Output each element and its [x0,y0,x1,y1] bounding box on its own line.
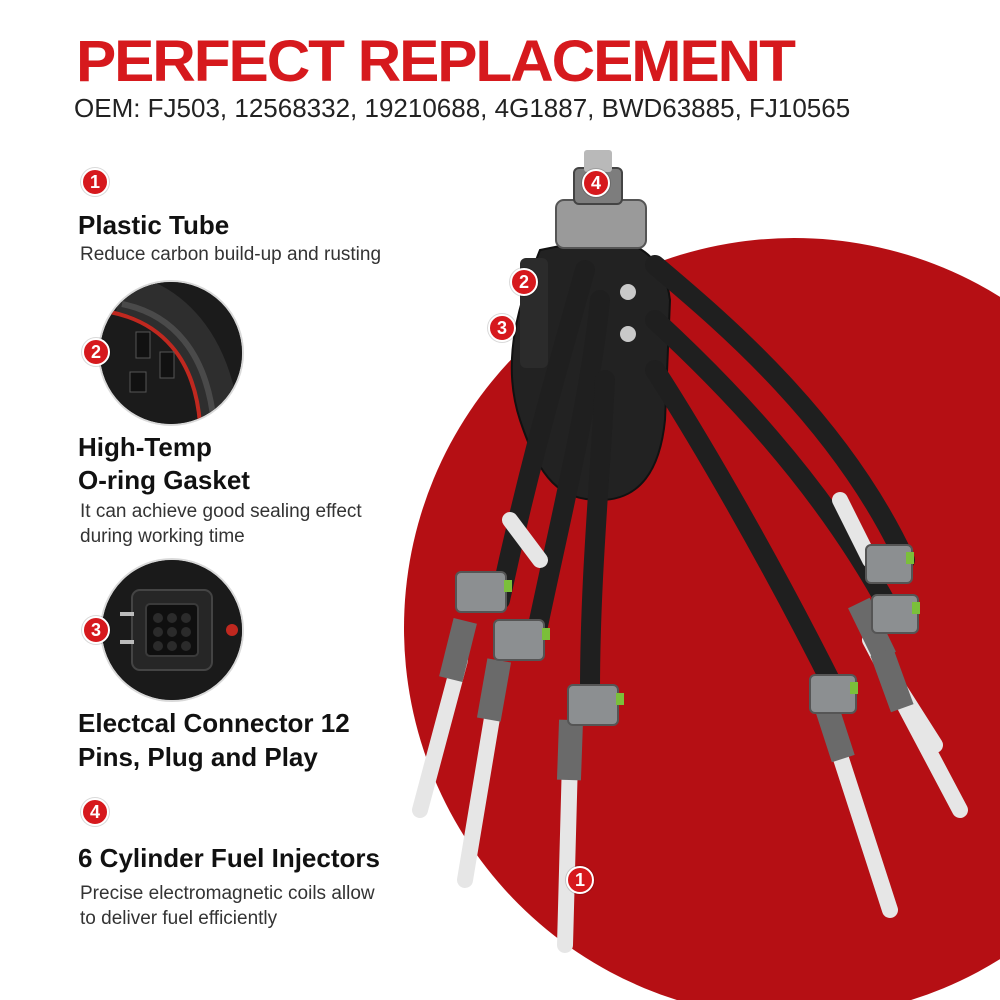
product-callout-3: 3 [488,314,516,342]
product-callout-2: 2 [510,268,538,296]
feature-4-description-line-2: to deliver fuel efficiently [80,908,278,929]
headline: PERFECT REPLACEMENT [76,29,796,94]
o-ring-gasket-closeup-image [100,282,242,424]
product-callout-1: 1 [566,866,594,894]
oem-numbers: OEM: FJ503, 12568332, 19210688, 4G1887, … [74,93,851,123]
gasket-closeup-photo [98,280,244,426]
gasket-photo-badge: 2 [82,338,110,366]
connector-photo-badge: 3 [82,616,110,644]
feature-3-title-line-2: Pins, Plug and Play [78,742,318,772]
feature-2-description-line-2: during working time [80,526,245,547]
feature-2-description-line-1: It can achieve good sealing effect [80,501,362,522]
electrical-connector-closeup-image [102,560,242,700]
feature-2-title-line-2: O-ring Gasket [78,465,250,495]
feature-1-number-badge: 1 [81,168,109,196]
feature-3-title-line-1: Electcal Connector 12 [78,708,350,738]
feature-4-title: 6 Cylinder Fuel Injectors [78,843,380,873]
feature-2-title-line-1: High-Temp [78,432,212,462]
feature-4-description-line-1: Precise electromagnetic coils allow [80,883,375,904]
feature-4-number-badge: 4 [81,798,109,826]
feature-1-title: Plastic Tube [78,210,230,240]
product-callout-4: 4 [582,169,610,197]
connector-closeup-photo [100,558,244,702]
feature-1-description: Reduce carbon build-up and rusting [80,244,382,265]
